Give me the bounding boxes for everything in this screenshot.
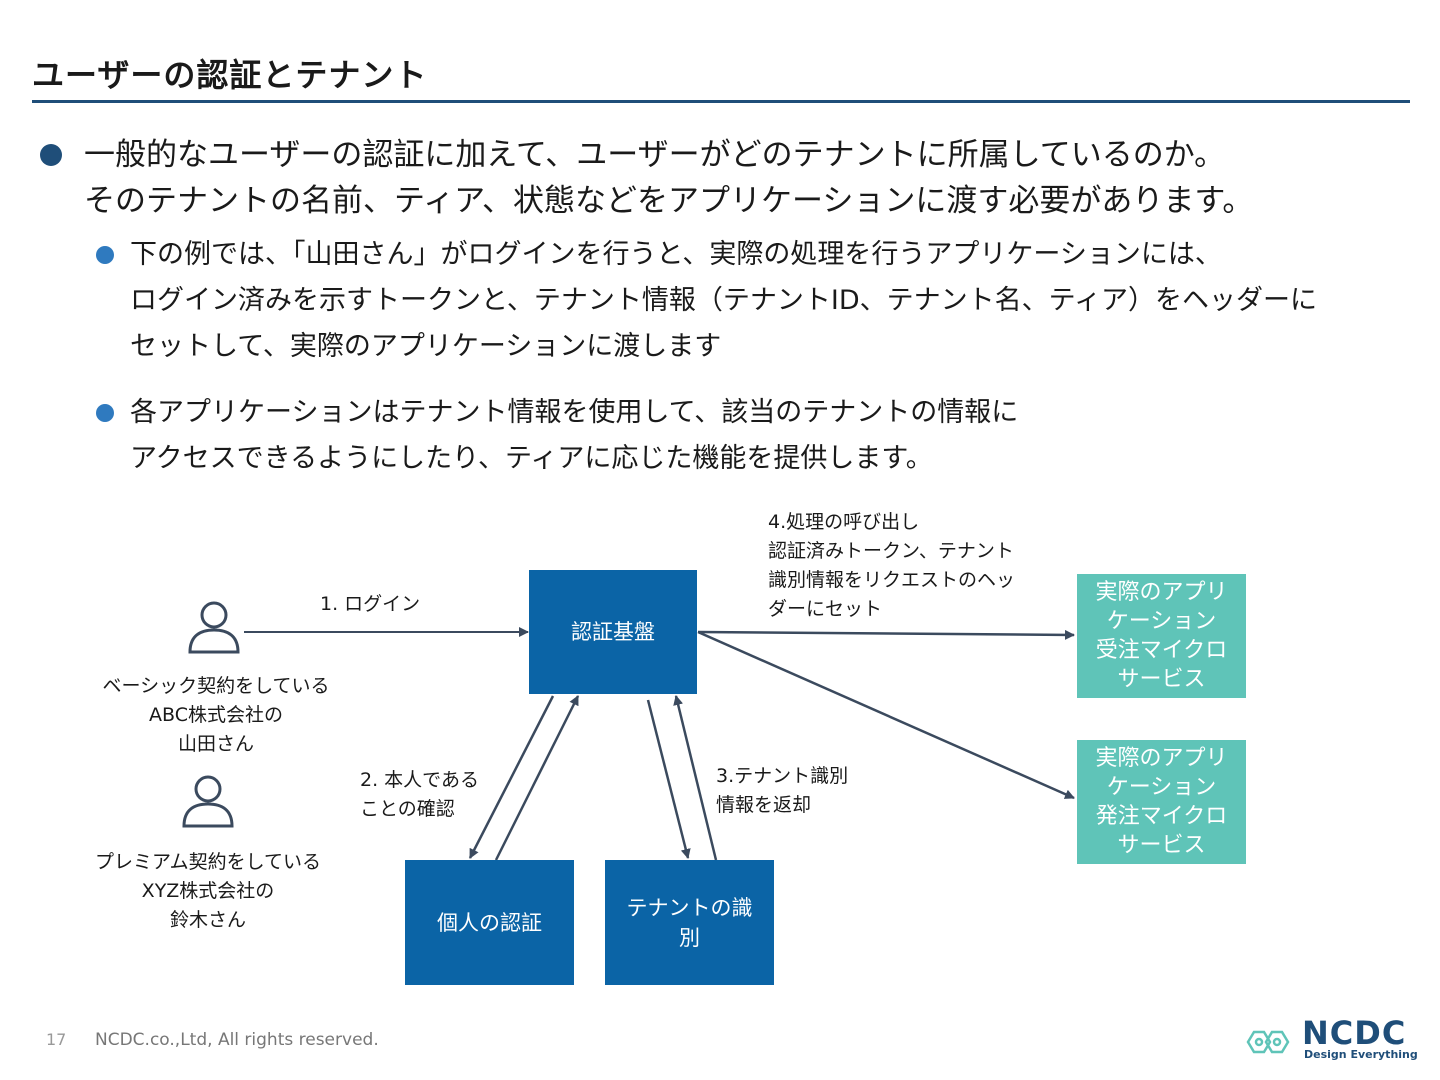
bullet-dot-icon: [96, 404, 114, 422]
arrow-tenant-up: [673, 695, 718, 861]
user-label-suzuki: プレミアム契約をしている XYZ株式会社の 鈴木さん: [94, 851, 322, 931]
arrow-label-call: 4.処理の呼び出し 認証済みトークン、テナント 識別情報をリクエストのヘッ ダー…: [768, 511, 1016, 620]
arrow-label-login: 1. ログイン: [320, 593, 421, 615]
bullet-dot-icon: [96, 246, 114, 264]
sub-bullet-apps: 各アプリケーションはテナント情報を使用して、該当のテナントの情報に アクセスでき…: [96, 390, 1416, 482]
sub-bullet-example: 下の例では、「山田さん」がログインを行うと、実際の処理を行うアプリケーションには…: [96, 232, 1416, 370]
title-divider: [32, 100, 1410, 103]
page-title: ユーザーの認証とテナント: [32, 56, 428, 94]
sub-bullet-apps-text: 各アプリケーションはテナント情報を使用して、該当のテナントの情報に アクセスでき…: [130, 397, 1019, 474]
arrow-verify-up: [494, 695, 580, 861]
box-auth-platform: 認証基盤: [529, 570, 697, 694]
box-tenant-identification: テナントの識 別: [605, 860, 774, 985]
copyright: NCDC.co.,Ltd, All rights reserved.: [95, 1030, 379, 1050]
arrow-tenant-down: [646, 699, 691, 859]
user-icon: [188, 601, 240, 654]
arrow-to-order-place: [697, 630, 1075, 800]
arrow-label-verify: 2. 本人である ことの確認: [360, 769, 479, 820]
arrow-label-return-tenant: 3.テナント識別 情報を返却: [716, 765, 849, 816]
ncdc-logo-icon: [1246, 1030, 1290, 1054]
logo-wordmark: NCDC: [1302, 1014, 1407, 1052]
bullet-dot-icon: [40, 144, 62, 166]
arrow-to-order-receive: [697, 629, 1075, 640]
box-order-place-service: 実際のアプリ ケーション 発注マイクロ サービス: [1077, 740, 1246, 864]
sub-bullet-example-text: 下の例では、「山田さん」がログインを行うと、実際の処理を行うアプリケーションには…: [130, 239, 1318, 362]
logo-tagline: Design Everything: [1304, 1048, 1418, 1061]
arrow-verify-down: [468, 695, 555, 859]
main-bullet: 一般的なユーザーの認証に加えて、ユーザーがどのテナントに所属しているのか。 その…: [40, 132, 1430, 224]
user-icon: [182, 775, 234, 828]
user-label-yamada: ベーシック契約をしている ABC株式会社の 山田さん: [102, 675, 330, 755]
main-bullet-text: 一般的なユーザーの認証に加えて、ユーザーがどのテナントに所属しているのか。 その…: [84, 137, 1254, 219]
page-number: 17: [46, 1030, 67, 1049]
box-personal-auth: 個人の認証: [405, 860, 574, 985]
box-order-receive-service: 実際のアプリ ケーション 受注マイクロ サービス: [1077, 574, 1246, 698]
